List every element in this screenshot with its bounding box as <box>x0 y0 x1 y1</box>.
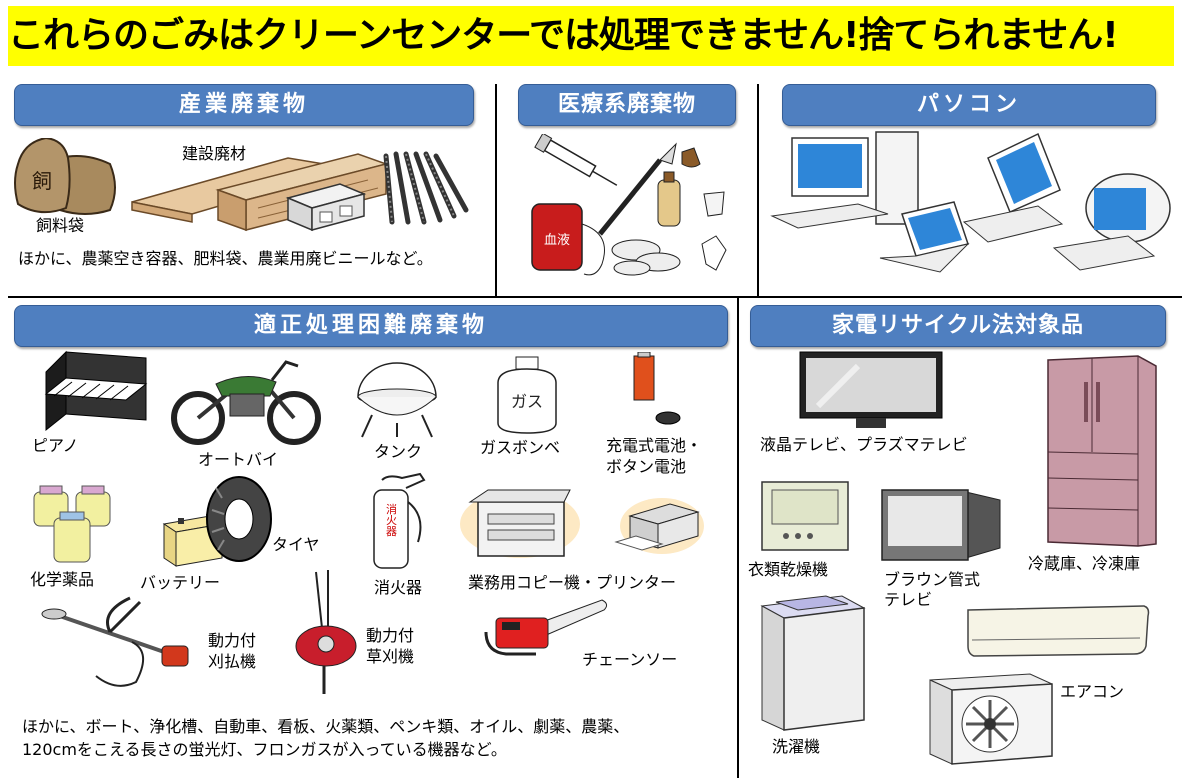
rebar-illustration <box>378 150 478 230</box>
fridge-illustration <box>1044 352 1160 548</box>
label-tank: タンク <box>374 442 423 461</box>
piano-illustration <box>42 348 152 432</box>
divider-horizontal <box>8 296 1182 298</box>
blood-bag-text: 血液 <box>544 233 570 248</box>
label-fire-extinguisher: 消火器 <box>374 578 423 597</box>
mower-illustration <box>294 568 360 698</box>
crt-tv-illustration <box>880 484 1004 564</box>
chemical-bottles-illustration <box>26 484 116 566</box>
label-gas-cylinder: ガスボンベ <box>480 438 561 457</box>
difficult-waste-note-line2: 120cmをこえる長さの蛍光灯、フロンガスが入っている機器など。 <box>22 740 507 759</box>
flat-tv-illustration <box>798 350 944 432</box>
section-header-pc: パソコン <box>782 84 1156 126</box>
label-dryer: 衣類乾燥機 <box>748 560 829 579</box>
label-brush-cutter-line2: 刈払機 <box>208 652 257 671</box>
tank-illustration <box>352 355 442 439</box>
label-battery-line1: 充電式電池・ <box>606 436 703 455</box>
section-header-medical-waste: 医療系廃棄物 <box>518 84 736 126</box>
section-header-appliance-recycling: 家電リサイクル法対象品 <box>750 305 1166 347</box>
feed-bag-illustration: 飼 <box>12 138 122 218</box>
air-conditioner-outdoor-illustration <box>926 668 1056 768</box>
label-fridge: 冷蔵庫、冷凍庫 <box>1028 554 1141 573</box>
label-air-conditioner: エアコン <box>1060 682 1125 701</box>
lumber-illustration <box>128 150 388 232</box>
chainsaw-illustration <box>482 598 612 662</box>
page-banner-title: これらのごみはクリーンセンターでは処理できません!捨てられません! <box>8 6 1174 66</box>
label-copier-printer: 業務用コピー機・プリンター <box>468 573 677 592</box>
divider-vertical-3 <box>737 298 739 778</box>
dryer-illustration <box>758 478 854 554</box>
label-mower-line2: 草刈機 <box>366 647 415 666</box>
rechargeable-battery-illustration <box>628 352 684 428</box>
fire-extinguisher-illustration: 消火器 <box>364 472 430 570</box>
feed-bag-char: 飼 <box>32 169 52 193</box>
pc-illustration <box>768 128 1178 286</box>
label-chainsaw: チェーンソー <box>582 650 678 669</box>
label-chemicals: 化学薬品 <box>30 570 95 589</box>
brush-cutter-illustration <box>40 592 200 696</box>
label-construction-lumber: 建設廃材 <box>182 144 247 163</box>
gas-cylinder-text: ガス <box>511 392 543 411</box>
label-crt-tv-line2: テレビ <box>884 590 933 609</box>
label-motorcycle: オートバイ <box>198 450 279 469</box>
printer-illustration <box>612 490 704 558</box>
tire-illustration <box>204 474 274 564</box>
section-header-difficult-waste: 適正処理困難廃棄物 <box>14 305 728 347</box>
label-battery-line2: ボタン電池 <box>606 457 687 476</box>
divider-vertical-1 <box>495 84 497 296</box>
label-brush-cutter-line1: 動力付 <box>208 631 257 650</box>
fire-extinguisher-text: 消火器 <box>385 502 398 537</box>
label-mower-line1: 動力付 <box>366 626 415 645</box>
label-tire: タイヤ <box>272 535 320 554</box>
washing-machine-illustration <box>756 590 868 734</box>
difficult-waste-note-line1: ほかに、ボート、浄化槽、自動車、看板、火薬類、ペンキ類、オイル、劇薬、農薬、 <box>22 717 630 736</box>
label-piano: ピアノ <box>32 436 79 455</box>
industrial-waste-note: ほかに、農薬空き容器、肥料袋、農業用廃ビニールなど。 <box>18 249 433 268</box>
label-washing-machine: 洗濯機 <box>772 737 821 756</box>
label-flat-tv: 液晶テレビ、プラズマテレビ <box>760 435 968 454</box>
copier-illustration <box>458 484 584 562</box>
motorcycle-illustration <box>168 350 324 448</box>
section-header-industrial-waste: 産業廃棄物 <box>14 84 474 126</box>
concrete-block-illustration <box>284 180 368 232</box>
medical-waste-illustration: 血液 <box>526 134 736 282</box>
divider-vertical-2 <box>757 84 759 296</box>
label-car-battery: バッテリー <box>140 573 221 592</box>
gas-cylinder-illustration: ガス <box>492 355 562 435</box>
label-feed-bag: 飼料袋 <box>36 216 85 235</box>
air-conditioner-indoor-illustration <box>964 602 1152 660</box>
label-crt-tv-line1: ブラウン管式 <box>884 570 981 589</box>
